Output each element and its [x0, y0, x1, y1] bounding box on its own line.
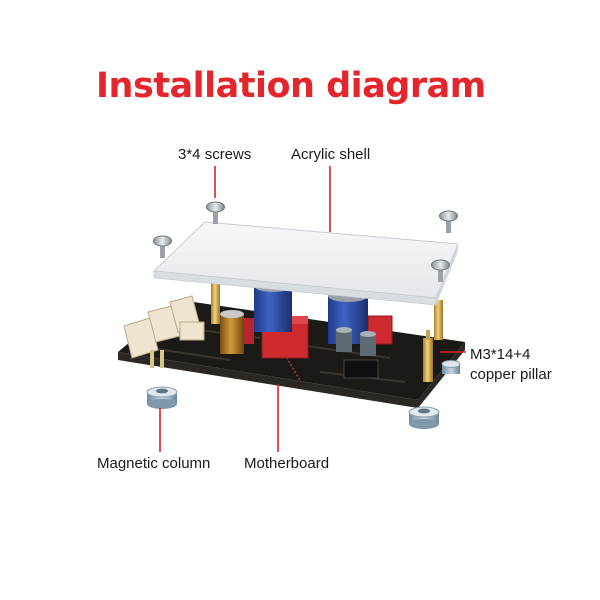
- screw-right: [431, 259, 450, 282]
- magnetic-column-right: [408, 406, 440, 429]
- motherboard-pcb: [118, 280, 465, 408]
- copper-pillar-label-line2: copper pillar: [470, 366, 552, 383]
- terminal-connectors: [123, 295, 205, 368]
- screws-label: 3*4 screws: [178, 146, 252, 163]
- screw-top-right: [439, 210, 458, 233]
- screw-top-left: [206, 201, 225, 224]
- screws: [153, 201, 458, 282]
- acrylic-shell-label: Acrylic shell: [291, 146, 371, 163]
- magnetic-column-back: [441, 360, 461, 374]
- callout-lines: [159, 166, 466, 452]
- screw-left: [153, 235, 172, 258]
- ic-chip: [343, 359, 379, 379]
- motherboard-label: Motherboard: [244, 455, 330, 472]
- diagram-title: Installation diagram: [96, 66, 486, 106]
- gold-capacitor: [220, 310, 244, 354]
- magnetic-column-label: Magnetic column: [97, 455, 211, 472]
- magnetic-column-left: [146, 386, 178, 409]
- copper-pillar-label-line1: M3*14+4: [470, 346, 531, 363]
- small-capacitors: [336, 327, 376, 356]
- copper-pillars: [211, 282, 443, 382]
- acrylic-shell: [152, 221, 459, 306]
- magnetic-columns: [146, 360, 461, 429]
